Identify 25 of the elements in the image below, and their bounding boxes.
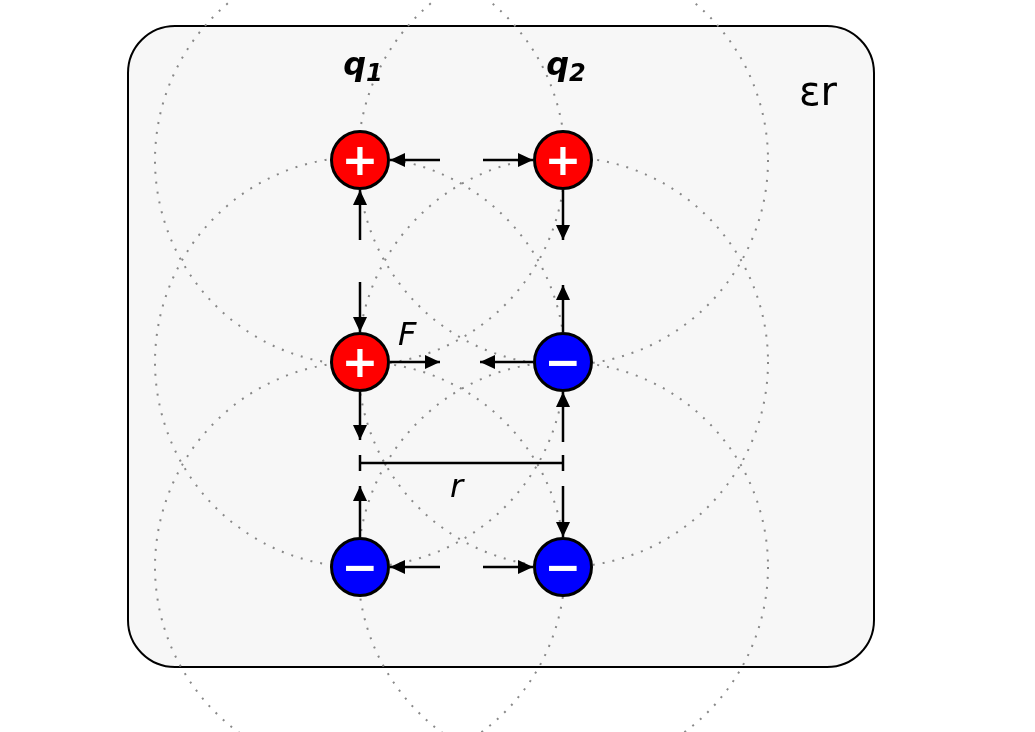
charge-sign: − [544, 340, 582, 384]
charge-sign: + [544, 138, 582, 182]
permittivity-symbol: εr [798, 71, 837, 111]
force-arrow [480, 355, 533, 369]
force-arrow [390, 153, 440, 167]
charge-sign: − [341, 545, 379, 589]
charge-label: q$_{2}$ [545, 48, 587, 80]
force-arrow [390, 355, 440, 369]
force-arrow [483, 560, 533, 574]
force-arrow [483, 153, 533, 167]
force-arrow [556, 392, 570, 442]
force-arrow [556, 486, 570, 537]
distance-label: r [450, 470, 464, 502]
edge-label: F [398, 318, 417, 350]
force-arrow [353, 486, 367, 537]
force-arrow [353, 392, 367, 440]
force-arrow [556, 190, 570, 240]
charge-sign: + [341, 340, 379, 384]
force-arrow [353, 190, 367, 240]
charge-sign: − [544, 545, 582, 589]
charge-label: q$_{1}$ [342, 48, 384, 80]
force-arrow [390, 560, 440, 574]
charge-sign: + [341, 138, 379, 182]
force-arrow [556, 285, 570, 332]
force-arrow [353, 282, 367, 332]
